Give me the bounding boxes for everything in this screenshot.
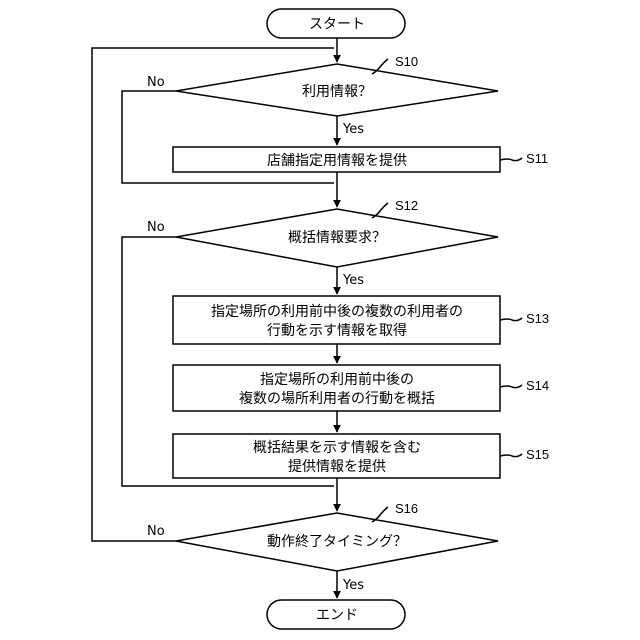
decision-s16-label: 動作終了タイミング？ — [267, 534, 407, 550]
end-terminal-label: エンド — [316, 608, 358, 624]
start-terminal-label: スタート — [309, 17, 365, 33]
process-s13-line-1: 指定場所の利用前中後の複数の利用者の — [211, 303, 463, 320]
decision-s10-label: 利用情報？ — [302, 84, 372, 100]
branch-yes-s12: Yes — [342, 273, 364, 288]
process-s14-line-2: 複数の場所利用者の行動を概括 — [239, 390, 435, 407]
step-label-s12: S12 — [395, 198, 418, 213]
callout-s14 — [500, 385, 522, 388]
step-label-s14: S14 — [526, 378, 549, 393]
step-label-s13: S13 — [526, 311, 549, 326]
callout-s13 — [500, 318, 522, 321]
step-label-s10: S10 — [395, 54, 418, 69]
branch-no-s10: No — [147, 75, 165, 90]
branch-no-s16: No — [147, 524, 165, 539]
process-s14-line-1: 指定場所の利用前中後の — [260, 371, 414, 388]
process-s15-line-2: 提供情報を提供 — [288, 459, 386, 475]
branch-yes-s16: Yes — [342, 578, 364, 593]
decision-s12-label: 概括情報要求？ — [288, 230, 386, 246]
step-label-s15: S15 — [526, 447, 549, 462]
step-label-s16: S16 — [395, 501, 418, 516]
callout-s11 — [500, 158, 522, 161]
process-s13-line-2: 行動を示す情報を取得 — [267, 322, 407, 339]
process-s11-label: 店舗指定用情報を提供 — [267, 153, 407, 169]
process-s15-line-1: 概括結果を示す情報を含む — [253, 440, 421, 456]
branch-yes-s10: Yes — [342, 122, 364, 137]
callout-s15 — [500, 454, 522, 457]
step-label-s11: S11 — [526, 151, 548, 166]
branch-no-s12: No — [147, 220, 165, 235]
